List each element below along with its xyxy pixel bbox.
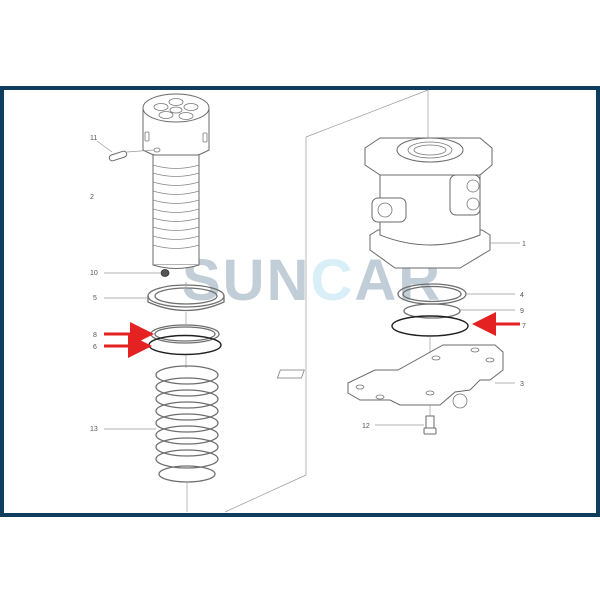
label-10: 10 (90, 270, 98, 277)
label-9: 9 (520, 308, 524, 315)
label-4: 4 (520, 292, 524, 299)
oring-part-6 (148, 334, 222, 356)
diagram-frame (0, 86, 600, 517)
ring-part-8 (150, 324, 220, 344)
label-6: 6 (93, 344, 97, 351)
highlight-arrows-left (104, 322, 154, 358)
body-part-1 (364, 137, 520, 269)
label-2: 2 (90, 194, 94, 201)
watermark-c: C (310, 248, 354, 313)
cover-plate-part-3 (276, 344, 515, 409)
label-13: 13 (90, 426, 98, 433)
snap-ring-part-9 (403, 303, 515, 319)
part-labels: 11 2 10 5 8 6 13 1 4 9 7 3 12 (90, 135, 526, 433)
label-1: 1 (522, 241, 526, 248)
plug-part-10 (104, 269, 170, 277)
label-11: 11 (90, 135, 97, 142)
bolt-part-12 (375, 405, 437, 435)
label-7: 7 (522, 323, 526, 330)
pin-part-11 (96, 140, 155, 162)
label-12: 12 (362, 423, 370, 430)
label-3: 3 (520, 381, 524, 388)
rotor-shaft-part-2 (142, 93, 210, 269)
panel-outline (224, 89, 429, 513)
label-8: 8 (93, 332, 97, 339)
label-5: 5 (93, 295, 97, 302)
seal-stack-part-13 (104, 365, 219, 512)
oring-part-7 (391, 312, 520, 337)
